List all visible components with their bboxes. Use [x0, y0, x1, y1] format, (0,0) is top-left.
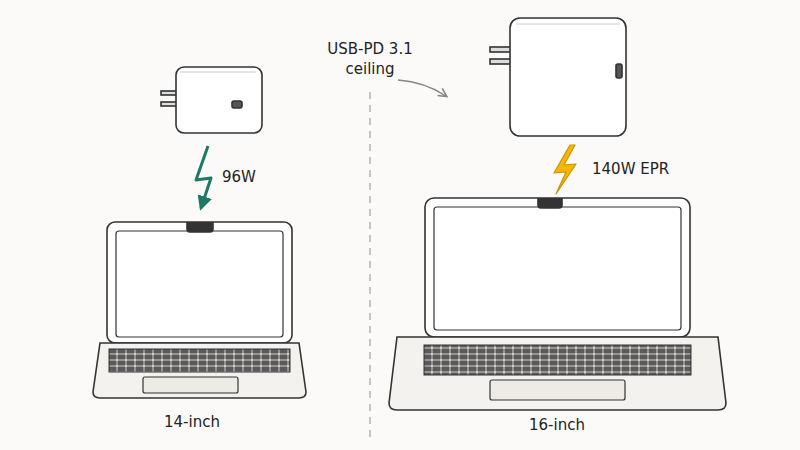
large-charger [490, 18, 626, 136]
power-label: 140W EPR [592, 160, 669, 180]
power-bolt [196, 146, 211, 208]
power-bolt [554, 145, 576, 194]
power-label: 96W [222, 168, 256, 188]
callout-label: USB-PD 3.1 ceiling [320, 40, 420, 79]
laptop-16 [389, 198, 726, 410]
small-charger [161, 67, 262, 133]
size-label: 14-inch [164, 413, 220, 433]
divider [369, 92, 371, 440]
laptop-14 [93, 222, 306, 398]
callout-arrow [398, 80, 446, 96]
size-label: 16-inch [529, 416, 585, 436]
